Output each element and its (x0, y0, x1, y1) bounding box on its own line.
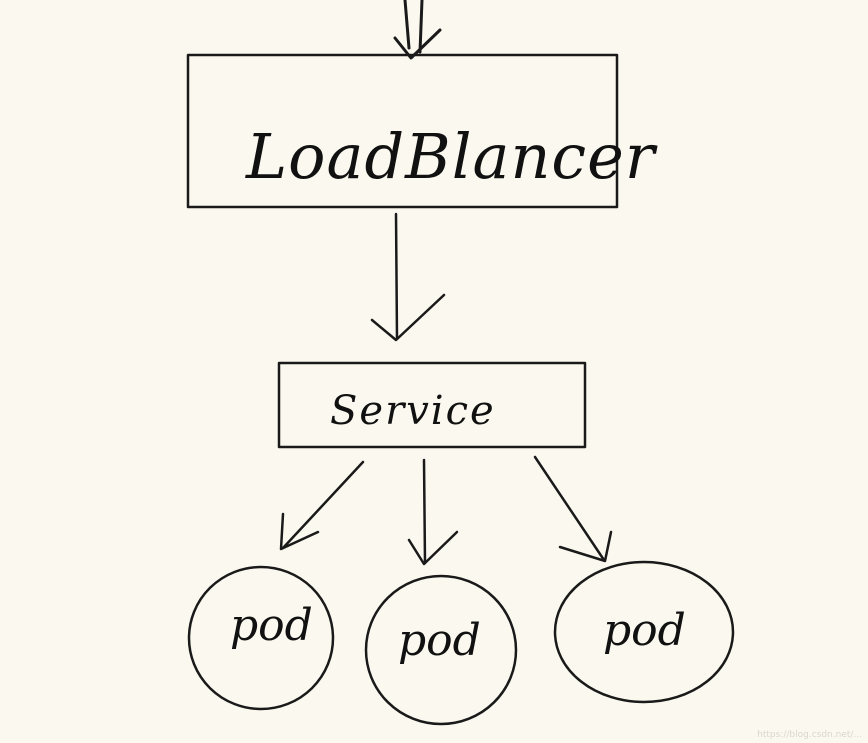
pod-circle (187, 565, 335, 711)
watermark: https://blog.csdn.net/... (757, 730, 862, 740)
arrow-service-to-pod-3 (533, 455, 613, 563)
arrow-lb-to-service (370, 212, 446, 342)
load-balancer-label: LoadBlancer (245, 120, 658, 193)
incoming-arrow (393, 0, 442, 60)
pod-circle (364, 574, 518, 726)
service-node: Service (277, 361, 587, 449)
service-box (277, 361, 587, 449)
arrow-service-to-pod-1 (279, 460, 365, 551)
pod-label: pod (230, 600, 313, 651)
pod-node-1: pod (187, 565, 335, 711)
pod-node-2: pod (364, 574, 518, 726)
pod-circle (553, 560, 735, 704)
arrow-service-to-pod-2 (407, 458, 459, 566)
pod-node-3: pod (553, 560, 735, 704)
service-label: Service (330, 388, 496, 434)
load-balancer-box (186, 53, 619, 209)
pod-label: pod (398, 615, 481, 666)
pod-label: pod (603, 605, 686, 656)
load-balancer-node: LoadBlancer (186, 53, 658, 209)
